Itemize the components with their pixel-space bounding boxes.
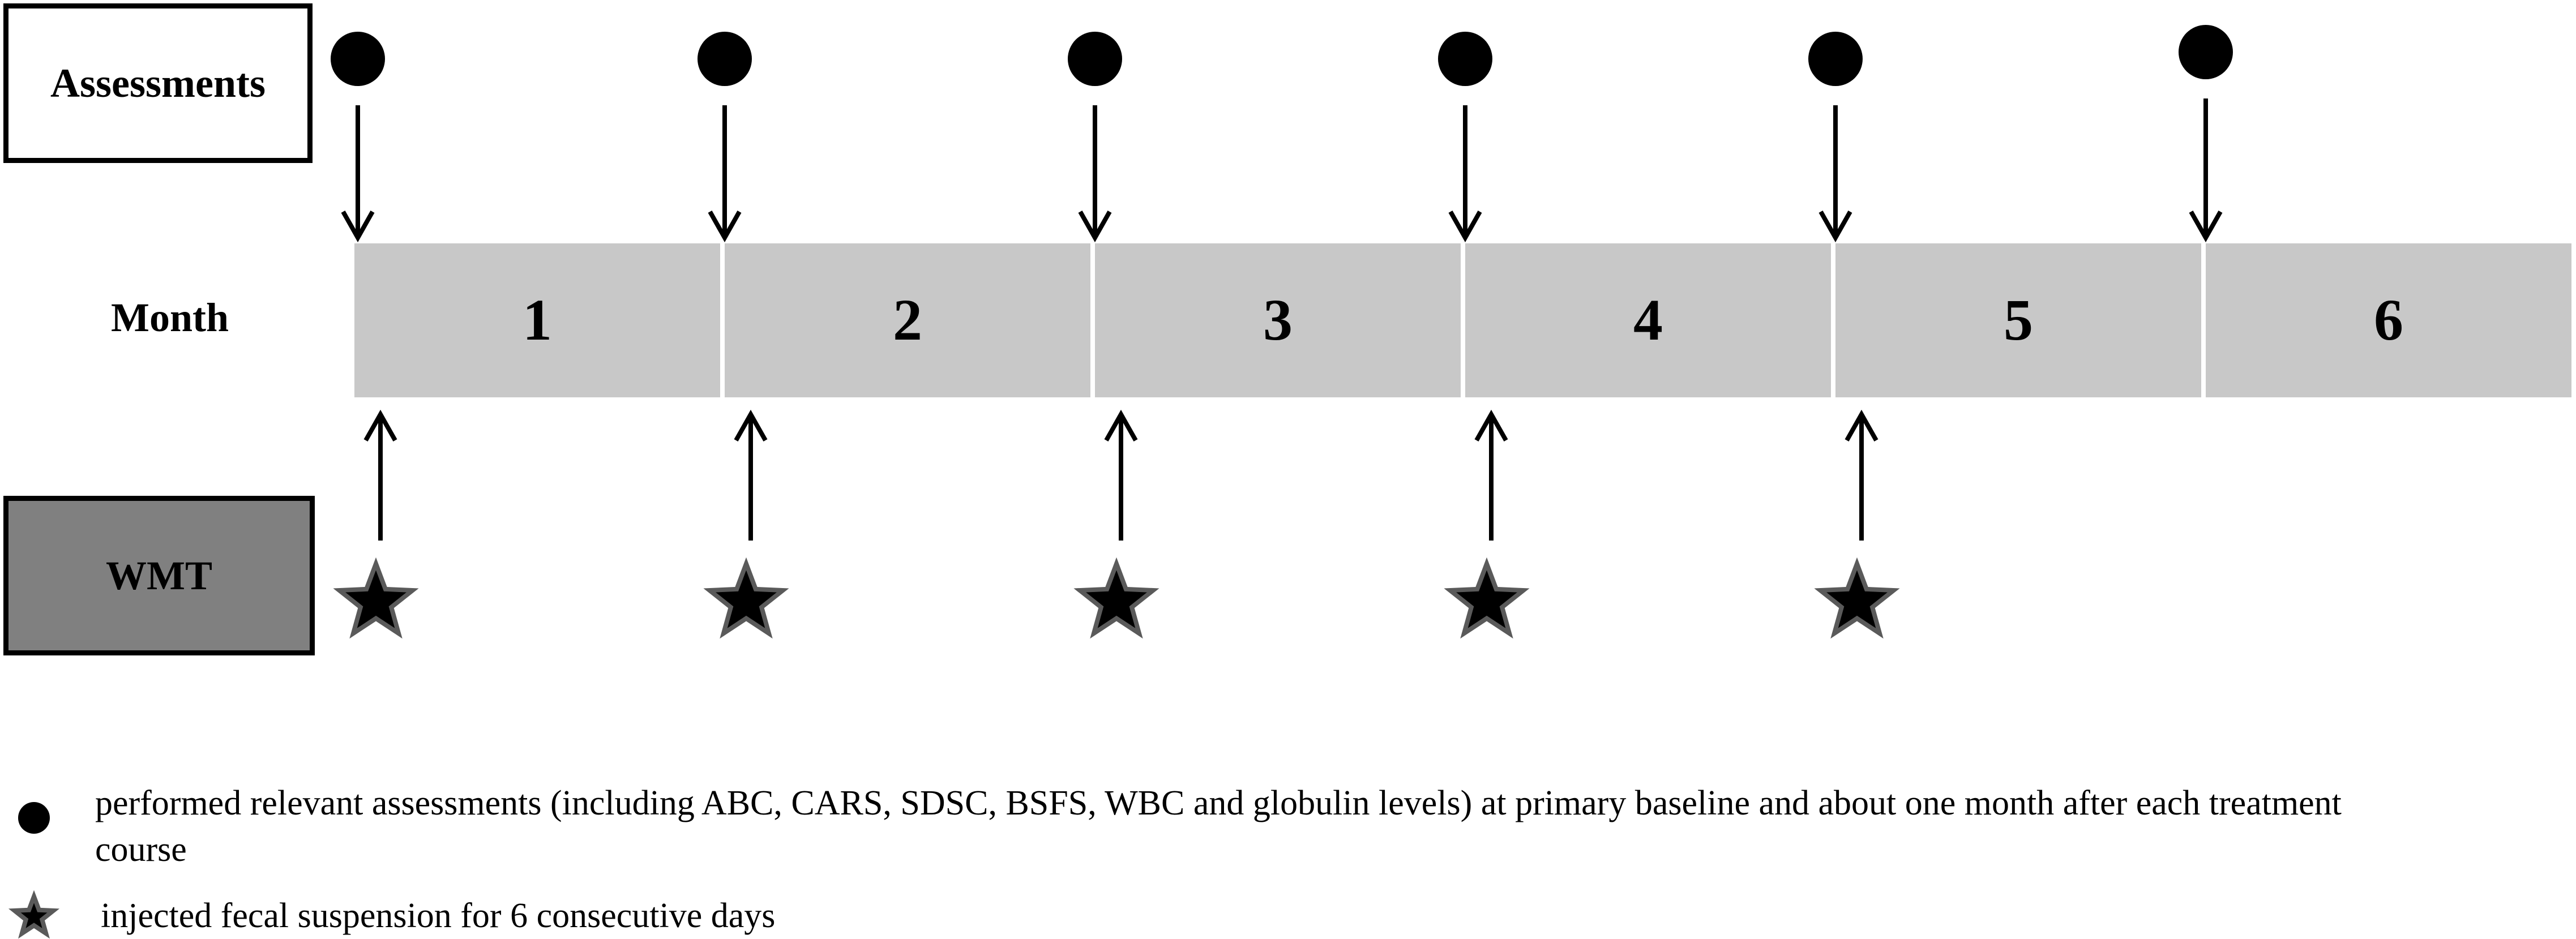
wmt-star-2 bbox=[703, 557, 789, 639]
month-cell-1 bbox=[354, 243, 720, 397]
assessment-arrow-5-head bbox=[1818, 211, 1852, 243]
legend-circle-icon bbox=[18, 802, 50, 834]
month-cell-4 bbox=[1465, 243, 1831, 397]
assessment-circle-5 bbox=[1808, 32, 1863, 86]
month-label: Month bbox=[110, 295, 229, 340]
wmt-arrow-4-head bbox=[1474, 409, 1508, 441]
assessment-arrow-1-head bbox=[341, 211, 375, 243]
assessment-circle-1 bbox=[331, 32, 385, 86]
month-number-4: 4 bbox=[1633, 288, 1663, 353]
month-cell-6 bbox=[2206, 243, 2571, 397]
assessments-label: Assessments bbox=[50, 60, 266, 106]
month-cell-2 bbox=[725, 243, 1090, 397]
assessment-circle-2 bbox=[698, 32, 752, 86]
month-number-1: 1 bbox=[523, 288, 552, 353]
wmt-arrow-1-head bbox=[363, 409, 397, 441]
assessments-label-box: Assessments bbox=[3, 3, 313, 163]
month-cell-5 bbox=[1835, 243, 2201, 397]
wmt-arrow-3-head bbox=[1104, 409, 1138, 441]
wmt-star-4 bbox=[1444, 557, 1530, 639]
month-number-6: 6 bbox=[2374, 288, 2403, 353]
month-number-5: 5 bbox=[2004, 288, 2033, 353]
assessment-arrow-4-head bbox=[1448, 211, 1482, 243]
assessment-circle-4 bbox=[1438, 32, 1492, 86]
wmt-star-5 bbox=[1814, 557, 1900, 639]
assessment-arrow-2-head bbox=[708, 211, 742, 243]
legend-star-text: injected fecal suspension for 6 consecut… bbox=[101, 897, 776, 935]
month-cell-3 bbox=[1095, 243, 1461, 397]
assessment-circle-3 bbox=[1068, 32, 1122, 86]
month-number-3: 3 bbox=[1263, 288, 1293, 353]
wmt-arrow-2-head bbox=[734, 409, 768, 441]
assessment-arrow-3-head bbox=[1078, 211, 1112, 243]
assessment-arrow-6-head bbox=[2189, 211, 2223, 243]
wmt-label-box: WMT bbox=[3, 496, 315, 655]
wmt-star-3 bbox=[1073, 557, 1159, 639]
wmt-arrow-5-head bbox=[1845, 409, 1878, 441]
wmt-label: WMT bbox=[106, 552, 212, 598]
assessment-circle-6 bbox=[2179, 25, 2233, 79]
legend-star-icon bbox=[8, 890, 60, 939]
wmt-star-1 bbox=[333, 557, 419, 639]
month-number-2: 2 bbox=[893, 288, 922, 353]
legend-circle-text: performed relevant assessments (includin… bbox=[95, 784, 2342, 869]
